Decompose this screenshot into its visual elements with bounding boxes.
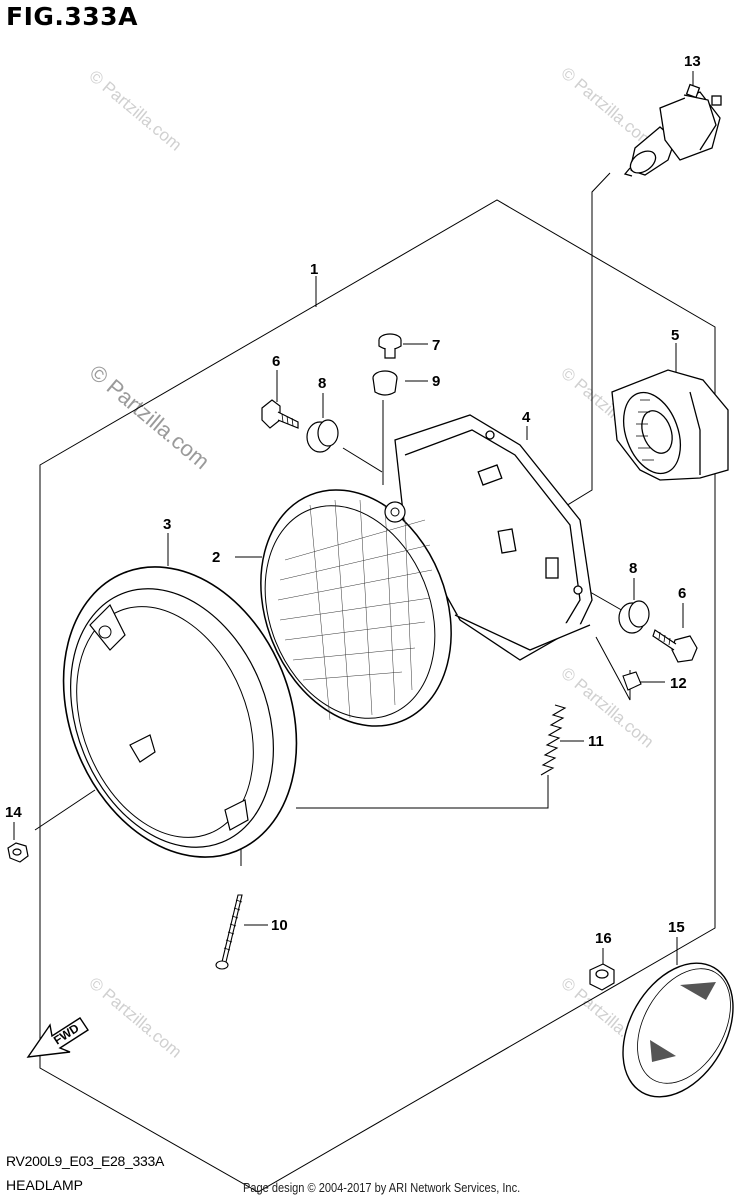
sealed-beam-2 (260, 489, 452, 727)
callout-16: 16 (595, 930, 612, 947)
callout-5: 5 (671, 327, 679, 344)
grommet-8-upper (306, 419, 339, 453)
model-code: RV200L9_E03_E28_333A (6, 1153, 165, 1169)
callout-labels: 1 2 3 4 5 6 6 7 8 8 9 10 11 12 13 14 15 … (5, 53, 701, 947)
callout-12: 12 (670, 675, 687, 692)
callout-2: 2 (212, 549, 220, 566)
callout-4: 4 (522, 409, 531, 426)
watermark: © Partzilla.com (85, 360, 215, 474)
callout-15: 15 (668, 919, 685, 936)
grommet-9 (372, 370, 398, 396)
watermark: © Partzilla.com (85, 67, 185, 155)
screw-6-upper (261, 399, 299, 429)
callout-10: 10 (271, 917, 288, 934)
callout-14: 14 (5, 804, 22, 821)
callout-9: 9 (432, 373, 440, 390)
nut-14 (7, 842, 29, 863)
watermark: © Partzilla.com (85, 974, 185, 1062)
bulb-13 (623, 83, 722, 177)
callout-1: 1 (310, 261, 318, 278)
callout-6-lower: 6 (678, 585, 686, 602)
callout-13: 13 (684, 53, 701, 70)
nut-16 (589, 963, 615, 991)
adjusting-screw-10 (215, 894, 243, 970)
callout-3: 3 (163, 516, 171, 533)
reflector-15 (622, 962, 734, 1098)
screw-6-lower (652, 629, 698, 663)
socket-cover-5 (611, 369, 729, 481)
callout-8-upper: 8 (318, 375, 326, 392)
figure-title: FIG.333A (6, 2, 138, 31)
callout-11: 11 (588, 733, 604, 750)
rim-3 (62, 566, 298, 858)
callout-6-upper: 6 (272, 353, 280, 370)
watermark: © Partzilla.com (557, 664, 657, 752)
clip-nut-12 (622, 671, 642, 691)
grommet-8-lower (618, 600, 650, 634)
watermark: © Partzilla.com (557, 64, 657, 152)
callout-7: 7 (432, 337, 440, 354)
fwd-arrow: FWD (26, 1017, 89, 1058)
footer-credit: Page design © 2004-2017 by ARI Network S… (243, 1180, 521, 1195)
bracket-4 (394, 414, 593, 661)
section-name: HEADLAMP (6, 1177, 84, 1193)
spring-11 (540, 704, 567, 776)
assembly-outline (39, 199, 716, 1193)
bolt-7 (378, 333, 402, 359)
callout-8-lower: 8 (629, 560, 637, 577)
